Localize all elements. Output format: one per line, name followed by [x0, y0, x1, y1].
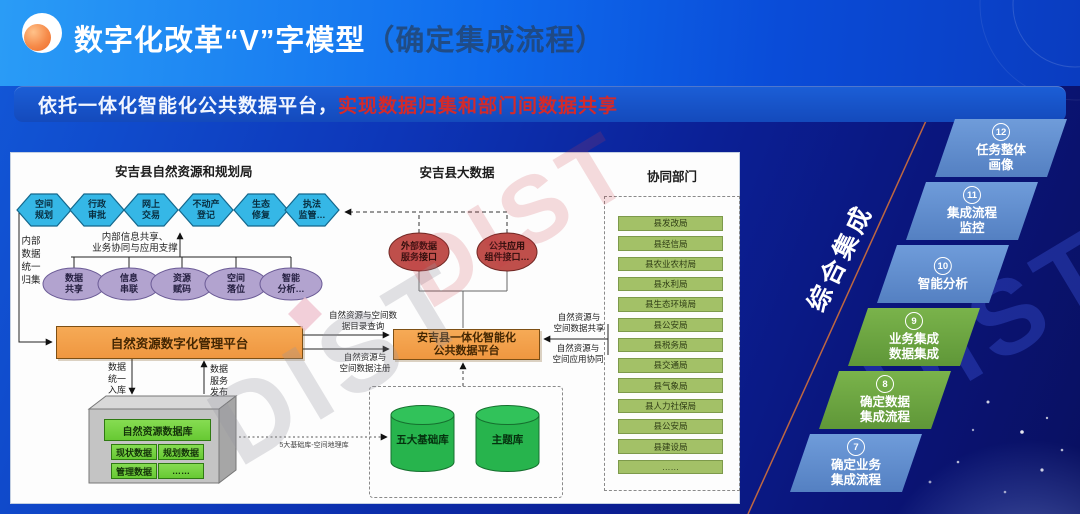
catalog-query-label: 自然资源与空间数 据目录查询 [328, 310, 397, 331]
capability-ellipse [259, 267, 323, 301]
bureau-section-title: 安吉县自然资源和规划局 [115, 165, 253, 179]
task-hexagon [284, 193, 340, 227]
stair-step-9: 9 业务集成 数据集成 [848, 308, 980, 366]
left-loop-arrow [18, 210, 53, 346]
stair-step-number: 7 [846, 438, 865, 456]
cylinder-label: 五大基础库 [396, 434, 449, 446]
stair-step-7: 7 确定业务 集成流程 [790, 434, 922, 492]
hexagon-label: 空间 规划 [34, 199, 53, 220]
hexagon-label: 行政 审批 [87, 199, 106, 220]
interface-dashed-stubs [418, 212, 508, 233]
subtitle-banner: 依托一体化智能化公共数据平台，实现数据归集和部门间数据共享 [14, 86, 1066, 122]
page-title: 数字化改革“V”字模型（确定集成流程） [74, 17, 605, 59]
depts-section-title: 协同部门 [646, 170, 697, 184]
stair-step-number: 10 [933, 256, 952, 275]
banner-text-red: 实现数据归集和部门间数据共享 [338, 96, 619, 117]
cylinder-theme-top [475, 405, 540, 425]
ellipse-label: 智能 分析… [277, 273, 305, 294]
stair-step-label: 任务整体 画像 [975, 143, 1026, 172]
stair-step-label: 集成流程 监控 [946, 206, 997, 235]
cylinder-base-top [390, 405, 455, 425]
db-item: 现状数据 [111, 444, 157, 460]
hexagon-label: 网上 交易 [141, 199, 160, 220]
db-item: 管理数据 [111, 463, 157, 479]
dept-row: 县水利局 [618, 276, 723, 292]
bigdata-platform: 安吉县一体化智能化 公共数据平台 [393, 329, 540, 360]
banner-text-white: 依托一体化智能化公共数据平台， [38, 96, 339, 117]
slide-logo-icon [22, 13, 62, 53]
dept-row: 县公安局 [618, 317, 723, 332]
stair-step-12: 12 任务整体 画像 [935, 119, 1067, 177]
stair-step-number: 11 [962, 186, 981, 204]
stair-step-content: 12 任务整体 画像 [976, 123, 1026, 173]
stair-step-content: 7 确定业务 集成流程 [831, 438, 881, 488]
bigdata-section-title: 安吉县大数据 [419, 166, 495, 180]
internal-collect-label: 内部数据统一归集 [21, 236, 41, 286]
stair-step-8: 8 确定数据 集成流程 [819, 371, 951, 429]
data-in-label: 数据统一入库 [107, 362, 126, 395]
collab-label: 自然资源与 空间应用协同 [552, 343, 604, 364]
ellipse-label: 资源 赋码 [172, 273, 191, 294]
cylinder-base-body [390, 415, 455, 472]
stair-step-number: 8 [875, 375, 894, 393]
stair-step-label: 确定数据 集成流程 [859, 395, 910, 424]
cylinder-theme-body [475, 415, 540, 472]
stair-step-number: 12 [991, 123, 1010, 141]
flowchart-panel: 安吉县自然资源和规划局 安吉县大数据 协同部门 内部数据统一归集 内部信息共享、… [10, 152, 740, 504]
stair-step-label: 业务集成 数据集成 [888, 332, 939, 361]
title-main: 数字化改革“V”字模型 [74, 25, 366, 57]
hexagon-label: 执法 监管… [298, 199, 326, 220]
ellipse-label: 空间 落位 [226, 273, 245, 294]
stair-step-content: 9 业务集成 数据集成 [889, 312, 939, 362]
hexagon-label: 不动产 登记 [192, 199, 220, 220]
share-support-label: 内部信息共享、 业务协同与应用支撑 [92, 232, 178, 254]
dept-row: 县交通局 [618, 358, 723, 373]
title-paren: （确定集成流程） [365, 25, 606, 57]
task-hexagon [123, 193, 179, 227]
db-main: 自然资源数据库 [104, 419, 211, 441]
stair-step-content: 8 确定数据 集成流程 [860, 375, 910, 425]
cylinder-label: 主题库 [491, 434, 524, 446]
interface-join-lines [418, 271, 508, 328]
depts-container [604, 196, 740, 491]
interface-ellipse [476, 232, 538, 272]
register-label: 自然资源与 空间数据注册 [339, 352, 391, 373]
base-db-container [369, 386, 563, 498]
dept-row: 县发改局 [618, 216, 723, 231]
data-out-label: 数据服务发布 [209, 364, 228, 397]
ellipse-bracket [71, 256, 292, 268]
dept-row: 县建设局 [618, 439, 723, 454]
dept-row: 县公安局 [618, 419, 723, 434]
stair-step-label: 确定业务 集成流程 [830, 458, 881, 487]
stair-step-label: 智能分析 [917, 276, 968, 291]
dept-row: …… [618, 459, 723, 475]
db-item: …… [158, 463, 204, 479]
share-label: 自然资源与 空间数据共享 [553, 312, 605, 333]
bureau-platform: 自然资源数字化管理平台 [56, 326, 303, 359]
dept-row: 县税务局 [618, 337, 723, 353]
dept-row: 县气象局 [618, 378, 723, 393]
hexagon-label: 生态 修复 [251, 199, 270, 220]
dept-row: 县人力社保局 [618, 398, 723, 414]
db-box-side [218, 394, 237, 485]
db-link-label: 5大基础库-空间地理库 [279, 442, 349, 449]
stair-step-content: 11 集成流程 监控 [947, 186, 997, 236]
db-item: 规划数据 [158, 444, 204, 460]
dept-row: 县经信局 [618, 236, 723, 251]
stair-step-number: 9 [904, 312, 923, 330]
interface-label: 外部数据 服务接口 [400, 241, 437, 262]
task-hexagon [178, 193, 234, 227]
ellipse-label: 数据 共享 [64, 273, 83, 294]
interface-label: 公共应用 组件接口… [484, 241, 530, 262]
ellipse-label: 信息 串联 [119, 273, 138, 294]
logo-orange-ball-icon [24, 24, 51, 51]
stair-step-11: 11 集成流程 监控 [906, 182, 1038, 240]
dept-row: 县农业农村局 [618, 256, 723, 272]
dept-row: 县生态环境局 [618, 297, 723, 312]
interface-ellipse [388, 232, 450, 272]
header-band [0, 0, 1080, 86]
